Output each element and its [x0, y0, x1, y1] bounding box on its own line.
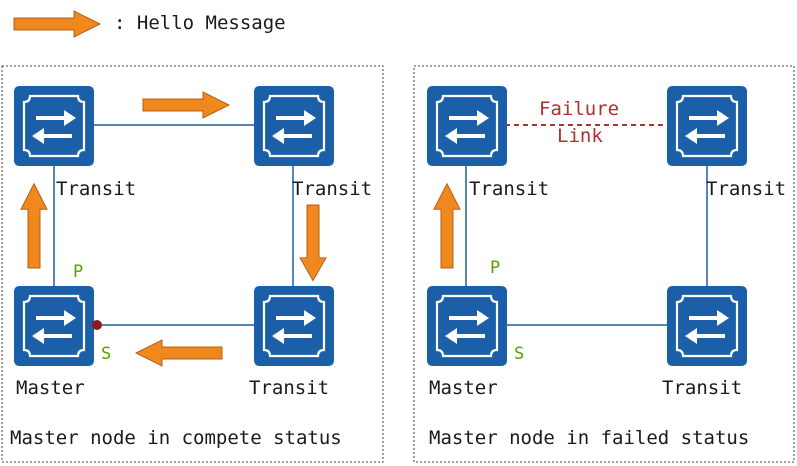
port-p-label: P [73, 262, 83, 282]
label-bottom-right: Transit [249, 377, 329, 399]
label-master: Master [16, 377, 85, 399]
port-p-label: P [490, 258, 500, 278]
left-panel-frame [1, 65, 384, 463]
legend-label: : Hello Message [114, 12, 286, 34]
hello-message-arrow-icon [13, 10, 101, 38]
failure-label-link: Link [557, 125, 603, 147]
blocked-port-dot [92, 320, 102, 330]
switch-icon-top-left [425, 84, 509, 168]
left-panel: Transit Transit Master Transit P S Maste… [10, 84, 372, 449]
hello-arrow-top [142, 91, 230, 119]
switch-icon-bottom-right [252, 284, 336, 368]
label-top-left: Transit [56, 178, 136, 200]
hello-arrow-bottom [135, 339, 223, 367]
switch-icon-master [425, 284, 509, 368]
switch-icon-bottom-right [665, 284, 749, 368]
failure-label: Failure [539, 98, 619, 120]
switch-icon-top-right [252, 84, 336, 168]
hello-arrow-left [433, 183, 461, 269]
hello-arrow-left [20, 183, 48, 269]
switch-icon-master [12, 284, 96, 368]
switch-icon-top-right [665, 84, 749, 168]
left-caption: Master node in compete status [10, 427, 342, 449]
port-s-label: S [101, 344, 111, 364]
port-s-label: S [514, 344, 524, 364]
label-bottom-right: Transit [662, 377, 742, 399]
legend: : Hello Message [13, 10, 286, 38]
switch-icon-top-left [12, 84, 96, 168]
right-panel-frame [413, 65, 795, 463]
right-panel: Failure Link Transit Transit Master Tran… [425, 84, 786, 449]
hello-arrow-right [299, 204, 327, 282]
label-top-right: Transit [292, 178, 372, 200]
label-top-right: Transit [706, 178, 786, 200]
label-master: Master [429, 377, 498, 399]
label-top-left: Transit [469, 178, 549, 200]
right-caption: Master node in failed status [429, 427, 749, 449]
